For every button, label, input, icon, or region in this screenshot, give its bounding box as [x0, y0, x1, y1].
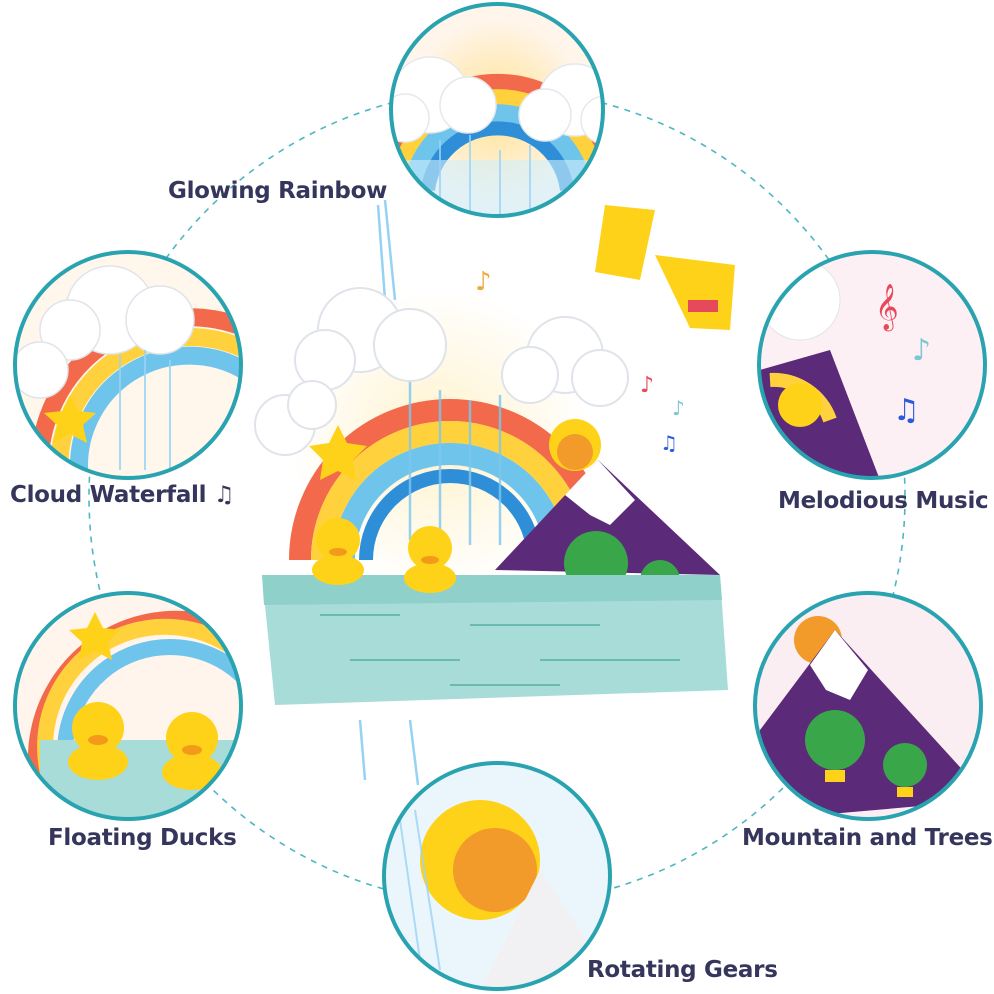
- detail-cloud-waterfall: [13, 250, 243, 480]
- detail-glowing-rainbow: [389, 2, 605, 218]
- svg-text:𝄞: 𝄞: [875, 284, 899, 332]
- label-mountain-and-trees: Mountain and Trees: [742, 825, 993, 851]
- svg-text:♪: ♪: [672, 396, 685, 420]
- label-melodious-music: Melodious Music: [778, 488, 989, 514]
- svg-text:♪: ♪: [640, 373, 654, 398]
- svg-text:♪: ♪: [912, 333, 931, 368]
- detail-floating-ducks: [13, 591, 243, 821]
- detail-rotating-gears: [382, 761, 612, 991]
- svg-text:♫: ♫: [660, 431, 678, 455]
- bath-toy-product: ♪ ♪ ♪ ♫: [254, 199, 735, 786]
- label-cloud-waterfall: Cloud Waterfall ♫: [10, 482, 235, 508]
- label-rotating-gears: Rotating Gears: [587, 957, 778, 983]
- label-floating-ducks: Floating Ducks: [48, 825, 237, 851]
- svg-text:♫: ♫: [893, 393, 920, 428]
- detail-mountain-and-trees: [753, 591, 983, 821]
- svg-text:♪: ♪: [475, 267, 492, 297]
- label-glowing-rainbow: Glowing Rainbow: [168, 178, 388, 204]
- detail-melodious-music: 𝄞 ♪ ♫: [757, 250, 987, 480]
